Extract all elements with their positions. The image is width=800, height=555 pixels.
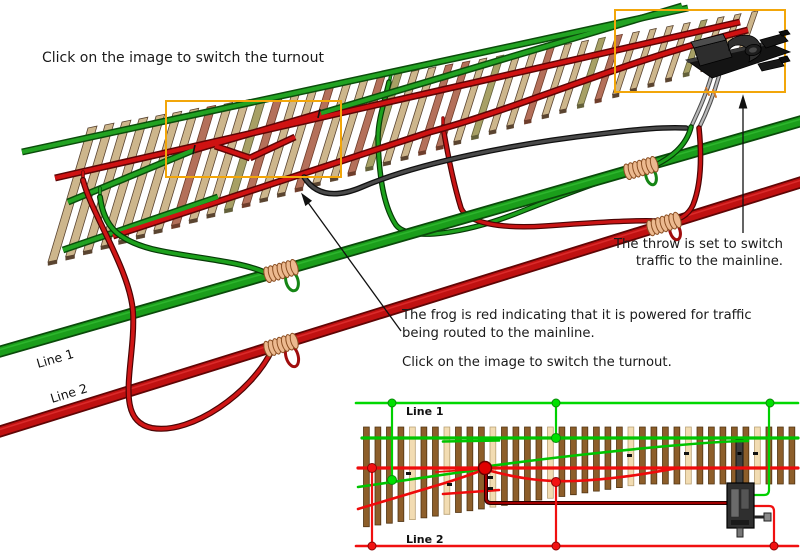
tie-3d-face <box>224 207 233 214</box>
tie-3d-face <box>577 103 585 109</box>
tie-schematic <box>719 426 727 485</box>
tie-schematic <box>420 426 428 519</box>
schematic-rails <box>356 436 800 511</box>
tie-schematic <box>685 426 692 485</box>
tie-schematic <box>374 426 382 526</box>
tie-3d-face <box>259 197 268 203</box>
tie-schematic <box>708 426 715 485</box>
tie-3d-face <box>488 129 497 135</box>
tie-3d-face <box>524 119 532 125</box>
highlight-box-frog[interactable] <box>165 100 342 178</box>
coil-loop <box>649 155 659 173</box>
tie-schematic <box>593 426 600 492</box>
tie-3d-face <box>277 192 286 198</box>
wire-splice-coil <box>263 332 299 358</box>
switch-machine-schematic[interactable] <box>726 482 772 538</box>
tie-schematic <box>409 426 416 521</box>
turnout-schematic-view[interactable]: Line 1 Line 2 <box>354 398 800 551</box>
frog-pointer-arrow <box>303 196 402 332</box>
caption-frog-line2: being routed to the mainline. <box>402 326 595 341</box>
tie-3d-face <box>435 145 444 151</box>
schematic-line2-label: Line 2 <box>406 533 444 546</box>
tie-schematic <box>570 426 577 496</box>
tie-3d-face <box>65 254 75 261</box>
schematic-line1-label: Line 1 <box>406 405 444 418</box>
line1-bus-label: Line 1 <box>35 346 76 371</box>
tie-3d-face <box>294 186 304 193</box>
tie-3d-face <box>665 77 672 83</box>
caption-throw-line1: The throw is set to switch <box>613 237 783 252</box>
tie-3d-face <box>47 259 58 266</box>
turnout-3d-view[interactable]: Line 1 Line 2 <box>0 2 800 438</box>
switch-machine-3d[interactable] <box>685 29 792 79</box>
wire-splice-coil <box>623 155 659 181</box>
wire-splice-coil <box>263 258 299 284</box>
caption-throw-line2: traffic to the mainline. <box>635 253 783 269</box>
tie-schematic <box>673 426 681 485</box>
machine-rod <box>735 439 744 489</box>
tie-schematic <box>742 426 750 485</box>
coil-loop <box>672 211 682 229</box>
tie-3d-face <box>418 150 427 156</box>
tie-3d-face <box>612 92 620 99</box>
tie-3d-face <box>153 228 163 235</box>
coil-loop <box>289 332 299 350</box>
tie-3d-face <box>382 160 391 167</box>
tie-schematic <box>558 426 566 497</box>
over-wires <box>80 71 722 432</box>
caption-click-again: Click on the image to switch the turnout… <box>402 355 672 370</box>
caption-throw: The throw is set to switch traffic to th… <box>560 237 783 270</box>
schematic-wires <box>354 401 800 548</box>
wire-splice-coil <box>646 211 682 237</box>
wire-splice-coils <box>263 155 682 358</box>
tie-3d-face <box>83 249 93 256</box>
tie-schematic <box>363 426 370 528</box>
caption-frog-line1: The frog is red indicating that it is po… <box>402 308 752 323</box>
rails-3d <box>21 2 749 254</box>
tie-3d-face <box>206 212 216 219</box>
tie-3d-face <box>400 155 409 162</box>
caption-click-to-switch: Click on the image to switch the turnout <box>42 50 324 66</box>
connection-dots <box>367 398 779 551</box>
tie-schematic <box>788 426 796 485</box>
gap-marks <box>406 452 758 490</box>
tie-3d-face <box>188 218 198 224</box>
tie-schematic <box>604 426 612 490</box>
tie-3d-face <box>506 124 514 130</box>
tie-3d-face <box>594 98 602 104</box>
coil-loop <box>289 258 299 276</box>
tie-schematic <box>581 426 589 494</box>
tie-schematic <box>397 426 405 522</box>
tie-3d-face <box>347 171 356 177</box>
annotation-arrows <box>301 94 748 332</box>
tie-3d-face <box>647 82 655 88</box>
tie-3d-face <box>136 233 146 240</box>
tie-3d-face <box>365 165 374 172</box>
tie-3d-face <box>453 139 462 146</box>
frog-dot <box>477 460 493 476</box>
tie-3d-face <box>559 108 567 115</box>
tie-schematic <box>754 426 761 485</box>
tie-schematic <box>662 426 669 485</box>
tie-schematic <box>639 426 646 485</box>
tie-3d-face <box>171 223 181 230</box>
tie-schematic <box>501 426 508 506</box>
tie-schematic <box>777 426 784 485</box>
tie-schematic <box>535 426 543 501</box>
rod-mark <box>737 452 742 455</box>
tie-3d-face <box>471 134 479 141</box>
tie-schematic <box>696 426 704 485</box>
tie-3d-face <box>541 113 549 120</box>
tie-3d-face <box>682 72 690 78</box>
tie-3d-face <box>241 202 251 209</box>
tie-schematic <box>650 426 658 485</box>
